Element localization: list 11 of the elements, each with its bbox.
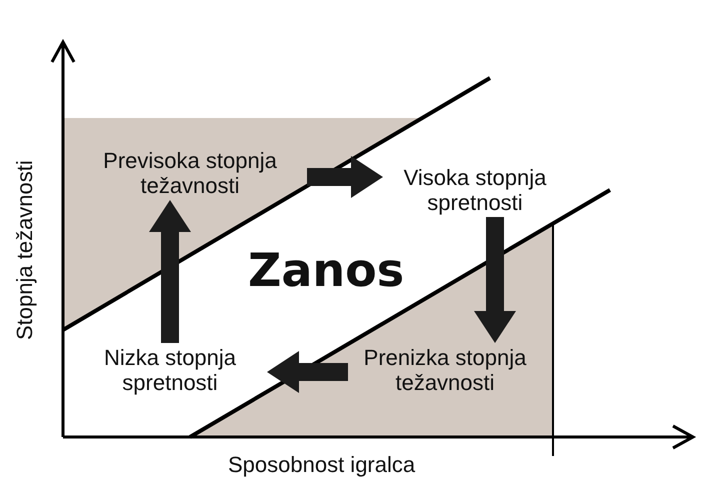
channel-label: Zanos	[248, 243, 404, 297]
x-axis-label: Sposobnost igralca	[228, 452, 416, 478]
arrow	[307, 156, 383, 198]
arrow	[149, 200, 191, 343]
arrow	[267, 351, 348, 393]
arrow	[474, 217, 516, 343]
state-label: Visoka stopnja spretnosti	[385, 165, 565, 215]
state-label: Previsoka stopnja težavnosti	[75, 148, 305, 198]
state-label: Prenizka stopnja težavnosti	[350, 345, 540, 395]
y-axis-label: Stopnja težavnosti	[12, 160, 38, 340]
state-label: Nizka stopnja spretnosti	[75, 345, 265, 395]
